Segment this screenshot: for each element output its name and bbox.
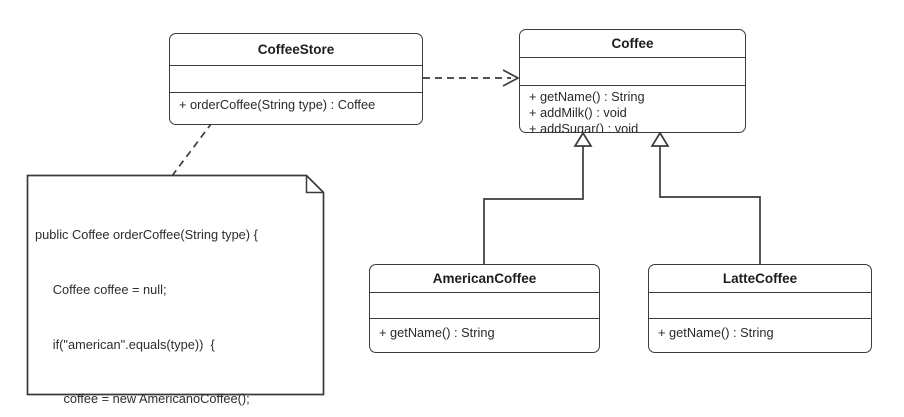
class-box-lattecoffee[interactable]: LatteCoffee + getName() : String [648,264,872,353]
note-link-line [171,123,212,177]
operation-row: + orderCoffee(String type) : Coffee [179,97,376,112]
code-line: if("american".equals(type)) { [35,336,215,352]
class-operations-lattecoffee: + getName() : String [649,319,871,352]
operation-row: + getName() : String [658,325,774,340]
class-name-coffee: Coffee [520,30,745,58]
class-operations-coffeestore: + orderCoffee(String type) : Coffee [170,93,422,124]
class-name-coffeestore: CoffeeStore [170,34,422,66]
operation-row: + getName() : String [379,325,495,340]
generalization-americancoffee-coffee [483,131,593,264]
class-attributes-lattecoffee [649,293,871,319]
operation-row: + addMilk() : void [529,105,627,120]
open-arrowhead-icon [502,69,520,87]
code-note-text: public Coffee orderCoffee(String type) {… [35,190,315,417]
operation-row: + addSugar() : void [529,121,639,132]
class-box-coffee[interactable]: Coffee + getName() : String + addMilk() … [519,29,746,133]
class-operations-americancoffee: + getName() : String [370,319,599,352]
class-name-americancoffee: AmericanCoffee [370,265,599,293]
note-folded-corner-icon [305,175,324,194]
hollow-triangle-icon-right [650,131,670,147]
code-line: Coffee coffee = null; [35,282,167,298]
dependency-coffeestore-coffee [423,69,520,87]
hollow-triangle-icon-left [573,131,593,147]
generalization-lattecoffee-coffee [650,131,761,264]
class-attributes-coffeestore [170,66,422,93]
code-line: coffee = new AmericanoCoffee(); [35,391,250,407]
code-line: public Coffee orderCoffee(String type) { [35,227,258,243]
generalization-line-left [483,143,584,264]
class-box-americancoffee[interactable]: AmericanCoffee + getName() : String [369,264,600,353]
code-note-shape [26,174,325,396]
class-attributes-americancoffee [370,293,599,319]
class-operations-coffee: + getName() : String + addMilk() : void … [520,86,745,132]
class-attributes-coffee [520,58,745,86]
operation-row: + getName() : String [529,89,645,104]
generalization-line-right [659,143,761,264]
note-body [26,174,325,396]
class-box-coffeestore[interactable]: CoffeeStore + orderCoffee(String type) :… [169,33,423,125]
class-name-lattecoffee: LatteCoffee [649,265,871,293]
